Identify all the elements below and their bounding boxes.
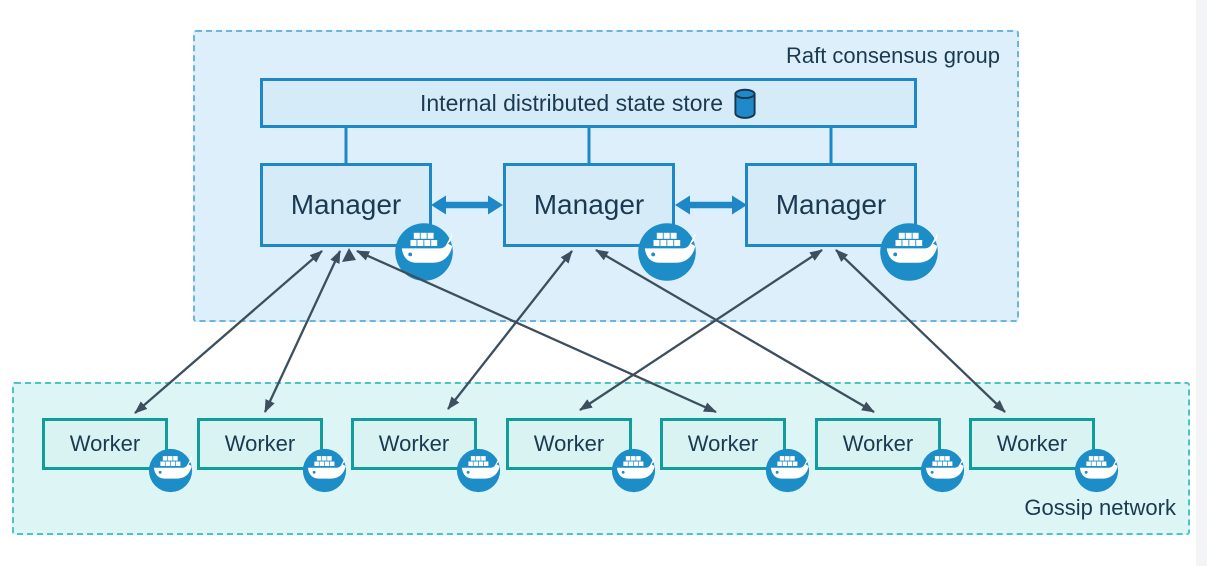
worker-label: Worker [224,431,296,456]
raft-group-label: Raft consensus group [785,43,1000,68]
worker-label: Worker [378,431,450,456]
worker-node-2: Worker [197,418,323,470]
manager-node-1: Manager [260,163,432,247]
worker-node-4: Worker [506,418,632,470]
worker-label: Worker [842,431,914,456]
manager-node-3: Manager [745,163,917,247]
gossip-network-label: Gossip network [1024,495,1176,520]
worker-node-7: Worker [969,418,1095,470]
worker-node-5: Worker [660,418,786,470]
manager-label: Manager [290,189,402,220]
manager-label: Manager [533,189,645,220]
database-cylinder-icon [733,88,757,119]
worker-label: Worker [69,431,141,456]
state-store-label: Internal distributed state store [420,89,723,116]
worker-label: Worker [687,431,759,456]
worker-node-1: Worker [42,418,168,470]
worker-node-6: Worker [815,418,941,470]
worker-node-3: Worker [351,418,477,470]
manager-node-2: Manager [503,163,675,247]
internal-state-store: Internal distributed state store [260,78,917,128]
worker-label: Worker [996,431,1068,456]
page-edge-strip [1196,0,1207,566]
worker-label: Worker [533,431,605,456]
manager-label: Manager [775,189,887,220]
